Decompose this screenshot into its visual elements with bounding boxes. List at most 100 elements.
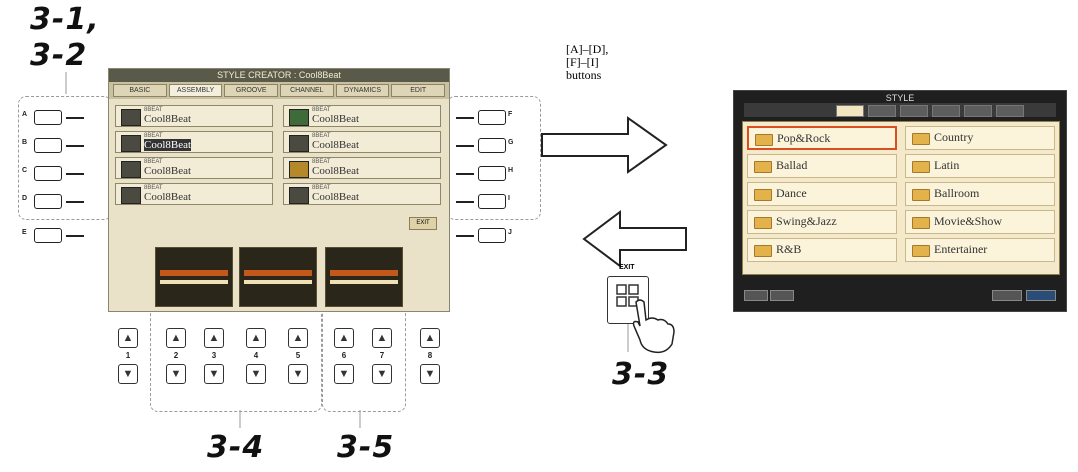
button-h[interactable] — [478, 166, 506, 181]
tab-assembly[interactable]: ASSEMBLY — [168, 84, 223, 97]
screen-button[interactable] — [1026, 290, 1056, 301]
button-line — [456, 145, 474, 147]
tab-edit[interactable]: EDIT — [391, 84, 446, 97]
style-cell-i[interactable]: 8BEAT Cool8Beat — [283, 183, 441, 205]
knob-5-up[interactable]: ▲ — [288, 328, 308, 348]
knob-3-up[interactable]: ▲ — [204, 328, 224, 348]
tab[interactable] — [836, 105, 864, 117]
folder-ballad[interactable]: Ballad — [747, 154, 897, 178]
button-line — [456, 117, 474, 119]
tab-dynamics[interactable]: DYNAMICS — [335, 84, 390, 97]
screen-tabs — [744, 103, 1056, 117]
style-cell-a[interactable]: 8BEAT Cool8Beat — [115, 105, 273, 127]
knob-4-up[interactable]: ▲ — [246, 328, 266, 348]
button-a[interactable] — [34, 110, 62, 125]
tab[interactable] — [964, 105, 992, 117]
screen-exit-tab[interactable]: EXIT — [409, 217, 437, 230]
style-icon — [121, 109, 141, 126]
tab-channel[interactable]: CHANNEL — [280, 84, 334, 97]
knob-7-up[interactable]: ▲ — [372, 328, 392, 348]
knob-1-up[interactable]: ▲ — [118, 328, 138, 348]
button-label-c: C — [22, 167, 28, 174]
note-line-2: [F]–[I] — [566, 55, 599, 69]
style-cell-h[interactable]: 8BEAT Cool8Beat — [283, 157, 441, 179]
folder-icon — [912, 161, 930, 173]
screen-tabs: BASIC ASSEMBLY GROOVE CHANNEL DYNAMICS E… — [109, 82, 449, 99]
button-c[interactable] — [34, 166, 62, 181]
screen-button[interactable] — [770, 290, 794, 301]
folder-icon — [754, 245, 772, 257]
screen-button[interactable] — [992, 290, 1022, 301]
folder-ballroom[interactable]: Ballroom — [905, 182, 1055, 206]
knob-6-down[interactable]: ▼ — [334, 364, 354, 384]
knob-2-up[interactable]: ▲ — [166, 328, 186, 348]
step-label-3-5: 3-5 — [337, 430, 395, 465]
knob-3-down[interactable]: ▼ — [204, 364, 224, 384]
style-icon — [289, 187, 309, 204]
step-label-3-4: 3-4 — [207, 430, 265, 465]
style-cell-f[interactable]: 8BEAT Cool8Beat — [283, 105, 441, 127]
folder-grid: Pop&Rock Ballad Dance Swing&Jazz R&B Cou… — [742, 121, 1060, 275]
button-label-i: I — [508, 195, 510, 202]
folder-latin[interactable]: Latin — [905, 154, 1055, 178]
button-d[interactable] — [34, 194, 62, 209]
button-line — [456, 235, 474, 237]
button-e[interactable] — [34, 228, 62, 243]
folder-label: Country — [934, 130, 974, 144]
tab[interactable] — [932, 105, 960, 117]
cell-style-name: Cool8Beat — [144, 191, 192, 203]
style-cell-c[interactable]: 8BEAT Cool8Beat — [115, 157, 273, 179]
button-line — [66, 145, 84, 147]
knob-number-4: 4 — [253, 351, 259, 360]
folder-rnb[interactable]: R&B — [747, 238, 897, 262]
cell-category: 8BEAT — [144, 107, 163, 113]
folder-entertainer[interactable]: Entertainer — [905, 238, 1055, 262]
exit-button-label: EXIT — [619, 264, 635, 271]
folder-icon — [912, 217, 930, 229]
style-select-screen: STYLE Pop&Rock Ballad Dance Swing&Jazz R… — [733, 90, 1067, 312]
folder-swing-jazz[interactable]: Swing&Jazz — [747, 210, 897, 234]
button-label-d: D — [22, 195, 28, 202]
button-f[interactable] — [478, 110, 506, 125]
folder-dance[interactable]: Dance — [747, 182, 897, 206]
tab[interactable] — [868, 105, 896, 117]
folder-movie-show[interactable]: Movie&Show — [905, 210, 1055, 234]
tab[interactable] — [996, 105, 1024, 117]
button-g[interactable] — [478, 138, 506, 153]
knob-5-down[interactable]: ▼ — [288, 364, 308, 384]
folder-icon — [912, 189, 930, 201]
knob-6-up[interactable]: ▲ — [334, 328, 354, 348]
cell-style-name: Cool8Beat — [312, 113, 360, 125]
folder-pop-rock[interactable]: Pop&Rock — [747, 126, 897, 150]
screen-title: STYLE — [885, 93, 915, 103]
style-cell-b[interactable]: 8BEAT Cool8Beat — [115, 131, 273, 153]
button-label-e: E — [22, 229, 27, 236]
cell-category: 8BEAT — [312, 133, 331, 139]
knob-2-down[interactable]: ▼ — [166, 364, 186, 384]
knob-number-2: 2 — [173, 351, 179, 360]
style-creator-screen: STYLE CREATOR : Cool8Beat BASIC ASSEMBLY… — [108, 68, 450, 312]
folder-label: Dance — [776, 186, 807, 200]
tab-basic[interactable]: BASIC — [113, 84, 167, 97]
tab-groove[interactable]: GROOVE — [224, 84, 279, 97]
style-cell-g[interactable]: 8BEAT Cool8Beat — [283, 131, 441, 153]
style-icon — [289, 109, 309, 126]
knob-number-6: 6 — [341, 351, 347, 360]
screen-button[interactable] — [744, 290, 768, 301]
knob-1-down[interactable]: ▼ — [118, 364, 138, 384]
button-j[interactable] — [478, 228, 506, 243]
knob-number-1: 1 — [125, 351, 131, 360]
cell-category: 8BEAT — [312, 159, 331, 165]
folder-country[interactable]: Country — [905, 126, 1055, 150]
knob-8-down[interactable]: ▼ — [420, 364, 440, 384]
knob-7-down[interactable]: ▼ — [372, 364, 392, 384]
style-cell-d[interactable]: 8BEAT Cool8Beat — [115, 183, 273, 205]
folder-icon — [754, 189, 772, 201]
button-b[interactable] — [34, 138, 62, 153]
cell-style-name: Cool8Beat — [312, 191, 360, 203]
knob-4-down[interactable]: ▼ — [246, 364, 266, 384]
knob-8-up[interactable]: ▲ — [420, 328, 440, 348]
tab[interactable] — [900, 105, 928, 117]
button-i[interactable] — [478, 194, 506, 209]
folder-icon — [912, 133, 930, 145]
